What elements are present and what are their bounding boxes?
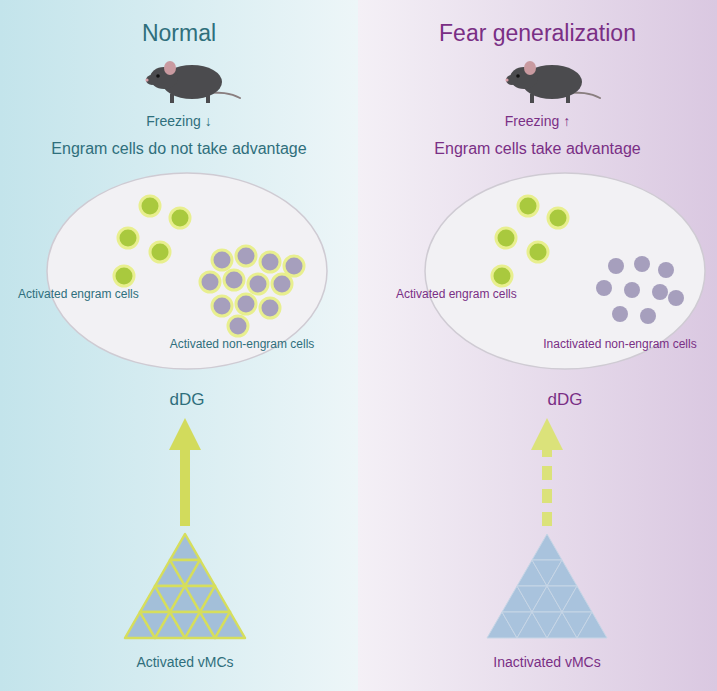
non-engram-cell [640, 308, 656, 324]
non-engram-cell [260, 298, 280, 318]
non-engram-cell [668, 290, 684, 306]
cell-label: Activated engram cells [396, 288, 517, 302]
cell-group-label: Activated vMCs [136, 654, 233, 670]
engram-cell [496, 228, 516, 248]
activation-arrow [542, 434, 552, 526]
non-engram-cell [200, 272, 220, 292]
activation-arrow [180, 434, 190, 526]
non-engram-cell [608, 258, 624, 274]
vmc-cell [170, 534, 200, 560]
vmc-cell [562, 586, 592, 612]
freezing-label: Freezing ↑ [505, 113, 570, 129]
vmc-cell [215, 612, 245, 638]
non-engram-cell [212, 250, 232, 270]
vmc-triangles [472, 530, 622, 645]
vmc-triangles [110, 530, 260, 645]
freezing-label: Freezing ↓ [146, 113, 211, 129]
panel-title: Fear generalization [439, 20, 636, 46]
mouse-illustration [145, 61, 240, 103]
region-label: dDG [548, 390, 583, 410]
mouse-illustration [505, 61, 600, 103]
engram-cell [114, 266, 134, 286]
engram-cell [518, 196, 538, 216]
non-engram-cell [284, 256, 304, 276]
region-label: dDG [170, 390, 205, 410]
vmc-cell [185, 560, 215, 586]
non-engram-cell [236, 294, 256, 314]
non-engram-cell [228, 316, 248, 336]
engram-cell [118, 228, 138, 248]
panel-title: Normal [142, 20, 216, 46]
non-engram-cell [236, 246, 256, 266]
vmc-cluster: Inactivated vMCs [472, 530, 622, 680]
cell-label: Activated non-engram cells [170, 338, 315, 352]
condition-panel: Fear generalizationFreezing ↑ Engram cell… [358, 0, 717, 691]
engram-cell [528, 242, 548, 262]
dentate-gyrus-region: Activated engram cellsActivated non-engr… [42, 168, 332, 420]
dentate-gyrus-region: Activated engram cellsInactivated non-en… [420, 168, 710, 420]
cell-label: Inactivated non-engram cells [543, 338, 696, 352]
cell-label: Activated engram cells [18, 288, 139, 302]
non-engram-cell [652, 284, 668, 300]
non-engram-cell [624, 282, 640, 298]
non-engram-cell [248, 274, 268, 294]
non-engram-cell [596, 280, 612, 296]
engram-cell [492, 266, 512, 286]
non-engram-cell [634, 256, 650, 272]
engram-cell [150, 242, 170, 262]
vmc-cell [577, 612, 607, 638]
vmc-cell [547, 560, 577, 586]
non-engram-cell [260, 252, 280, 272]
vmc-cell [532, 534, 562, 560]
non-engram-cell [658, 262, 674, 278]
condition-panel: NormalFreezing ↓ Engram cells do not take… [0, 0, 358, 691]
fear-panel-ground [358, 0, 717, 691]
panel-subtitle: Engram cells take advantage [434, 140, 640, 158]
non-engram-cell [612, 306, 628, 322]
engram-cell [548, 208, 568, 228]
cell-group-label: Inactivated vMCs [493, 654, 600, 670]
vmc-cell [200, 586, 230, 612]
engram-cell [140, 196, 160, 216]
panel-subtitle: Engram cells do not take advantage [51, 140, 306, 158]
non-engram-cell [224, 270, 244, 290]
non-engram-cell [272, 274, 292, 294]
non-engram-cell [212, 296, 232, 316]
vmc-cluster: Activated vMCs [110, 530, 260, 680]
normal-panel-ground [0, 0, 358, 691]
engram-cell [170, 208, 190, 228]
